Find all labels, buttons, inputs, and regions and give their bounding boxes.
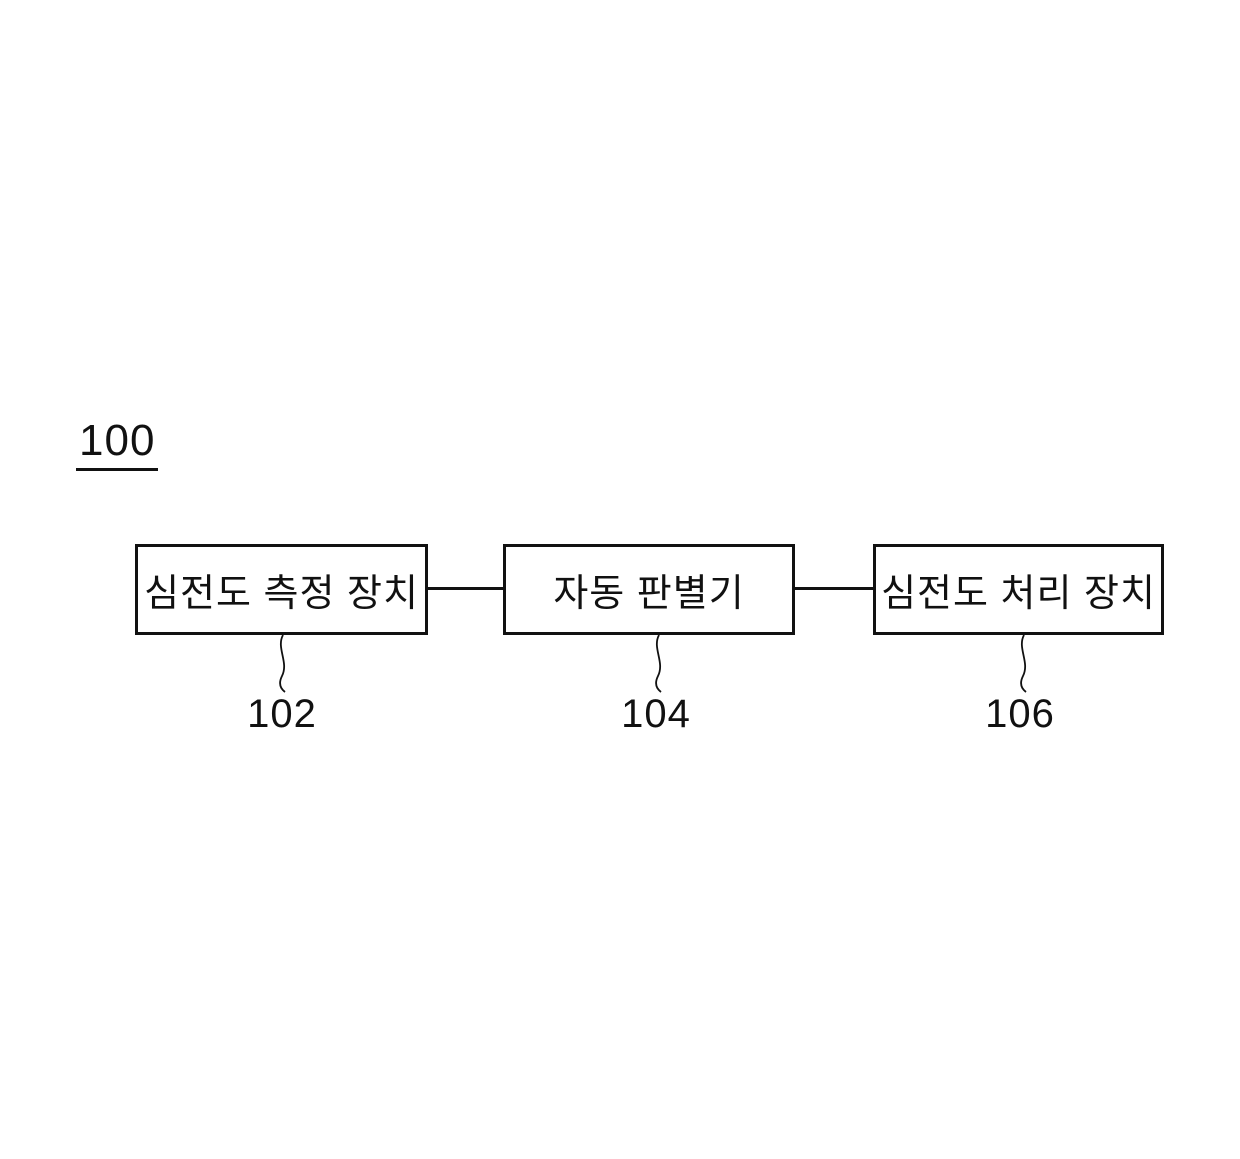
- squiggle-leader-line-104: [655, 634, 662, 693]
- reference-number-106: 106: [985, 692, 1055, 736]
- connector-line-104-106: [795, 587, 873, 590]
- reference-number-104: 104: [621, 692, 691, 736]
- reference-number-102: 102: [247, 692, 317, 736]
- figure-number-label: 100: [76, 419, 159, 471]
- node-automatic-discriminator: 자동 판별기: [503, 544, 795, 635]
- node-label: 자동 판별기: [553, 573, 745, 615]
- squiggle-leader-line-102: [279, 634, 286, 693]
- node-label: 심전도 처리 장치: [881, 573, 1156, 615]
- squiggle-leader-line-106: [1020, 634, 1027, 693]
- node-ecg-measurement-device: 심전도 측정 장치: [135, 544, 428, 635]
- node-ecg-processing-device: 심전도 처리 장치: [873, 544, 1164, 635]
- connector-line-102-104: [428, 587, 503, 590]
- node-label: 심전도 측정 장치: [144, 573, 419, 615]
